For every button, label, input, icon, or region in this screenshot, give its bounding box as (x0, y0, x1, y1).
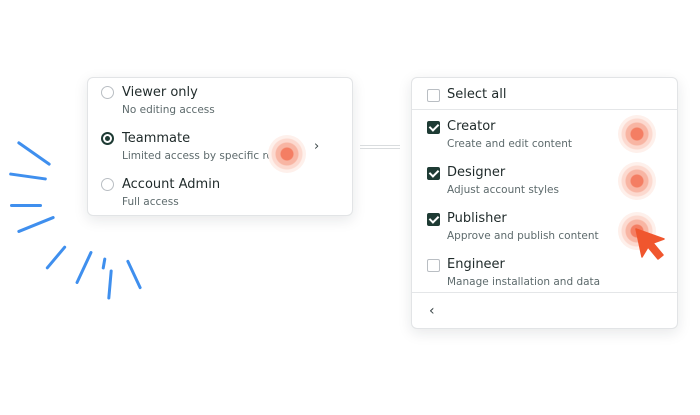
permissions-card: Select all Creator Create and edit conte… (411, 77, 678, 329)
select-all-checkbox[interactable] (427, 89, 440, 102)
role-option-description: Full access (122, 196, 179, 208)
permission-label: Publisher (447, 211, 507, 226)
mouse-cursor-icon (635, 228, 665, 260)
ray (101, 257, 107, 270)
select-all-label: Select all (447, 87, 507, 102)
select-all-row[interactable]: Select all (412, 87, 677, 133)
chevron-right-icon[interactable]: › (314, 139, 320, 154)
divider (412, 292, 677, 293)
permission-row-publisher[interactable]: Publisher Approve and publish content (412, 211, 677, 257)
permission-description: Approve and publish content (447, 230, 599, 242)
role-option-description: Limited access by specific role (122, 150, 283, 162)
click-pulse-indicator (618, 162, 656, 200)
role-selector-card: Viewer only No editing access Teammate L… (87, 77, 353, 216)
permission-checkbox[interactable] (427, 213, 440, 226)
ray (45, 245, 67, 270)
ray (107, 269, 113, 300)
permission-row-designer[interactable]: Designer Adjust account styles (412, 165, 677, 211)
permission-row-creator[interactable]: Creator Create and edit content (412, 119, 677, 165)
role-option-teammate[interactable]: Teammate Limited access by specific role (88, 124, 352, 170)
radio-button[interactable] (101, 86, 114, 99)
role-option-label: Teammate (122, 131, 191, 146)
permission-label: Designer (447, 165, 506, 180)
ray (125, 259, 143, 290)
connector-line (360, 145, 400, 146)
permission-description: Adjust account styles (447, 184, 559, 196)
permission-label: Engineer (447, 257, 505, 272)
ray (16, 215, 56, 234)
role-option-description: No editing access (122, 104, 215, 116)
role-option-label: Viewer only (122, 85, 198, 100)
divider (412, 109, 677, 110)
role-option-label: Account Admin (122, 177, 221, 192)
permission-label: Creator (447, 119, 496, 134)
radio-button-selected[interactable] (101, 132, 114, 145)
permission-checkbox[interactable] (427, 259, 440, 272)
ray (8, 172, 48, 181)
permission-row-engineer[interactable]: Engineer Manage installation and data (412, 257, 677, 303)
permission-description: Create and edit content (447, 138, 573, 150)
chevron-left-icon[interactable]: ‹ (429, 303, 435, 319)
permission-description: Manage installation and data (447, 276, 601, 288)
ray (10, 204, 42, 207)
click-pulse-indicator (268, 135, 306, 173)
role-option-viewer-only[interactable]: Viewer only No editing access (88, 78, 352, 124)
ray (16, 140, 52, 167)
permission-checkbox[interactable] (427, 121, 440, 134)
ray (75, 250, 93, 285)
radio-button[interactable] (101, 178, 114, 191)
role-option-account-admin[interactable]: Account Admin Full access (88, 170, 352, 216)
connector-line (360, 148, 400, 149)
click-pulse-indicator (618, 115, 656, 153)
permission-checkbox[interactable] (427, 167, 440, 180)
